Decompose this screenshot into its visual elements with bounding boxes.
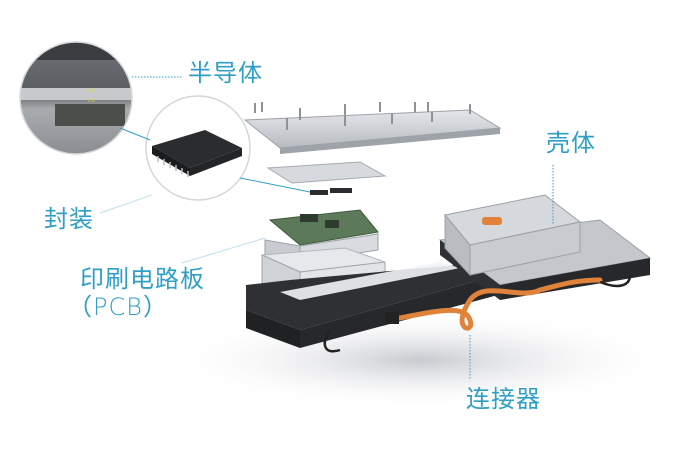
floor-shadow: [160, 310, 680, 410]
black-cables: [323, 274, 632, 353]
label-semiconductor: 半导体: [188, 59, 263, 87]
housing-right: [438, 194, 652, 300]
shield-plate: [266, 161, 387, 195]
package-inset: [145, 95, 251, 201]
semiconductor-inset: Cu Cu: [20, 42, 132, 154]
label-pcb: 印刷电路板 （PCB）: [68, 265, 205, 321]
svg-text:Cu: Cu: [88, 98, 95, 104]
label-pcb-line1: 印刷电路板: [80, 265, 205, 293]
connector-cables: [397, 277, 603, 331]
top-lid: [243, 102, 502, 154]
label-package: 封装: [44, 205, 94, 233]
label-pcb-line2: （PCB）: [68, 292, 168, 321]
label-housing: 壳体: [546, 129, 596, 157]
housing-left-base: [246, 262, 498, 348]
leader-lines: [99, 76, 554, 380]
svg-text:Cu: Cu: [88, 88, 95, 94]
label-connector: 连接器: [466, 385, 541, 413]
